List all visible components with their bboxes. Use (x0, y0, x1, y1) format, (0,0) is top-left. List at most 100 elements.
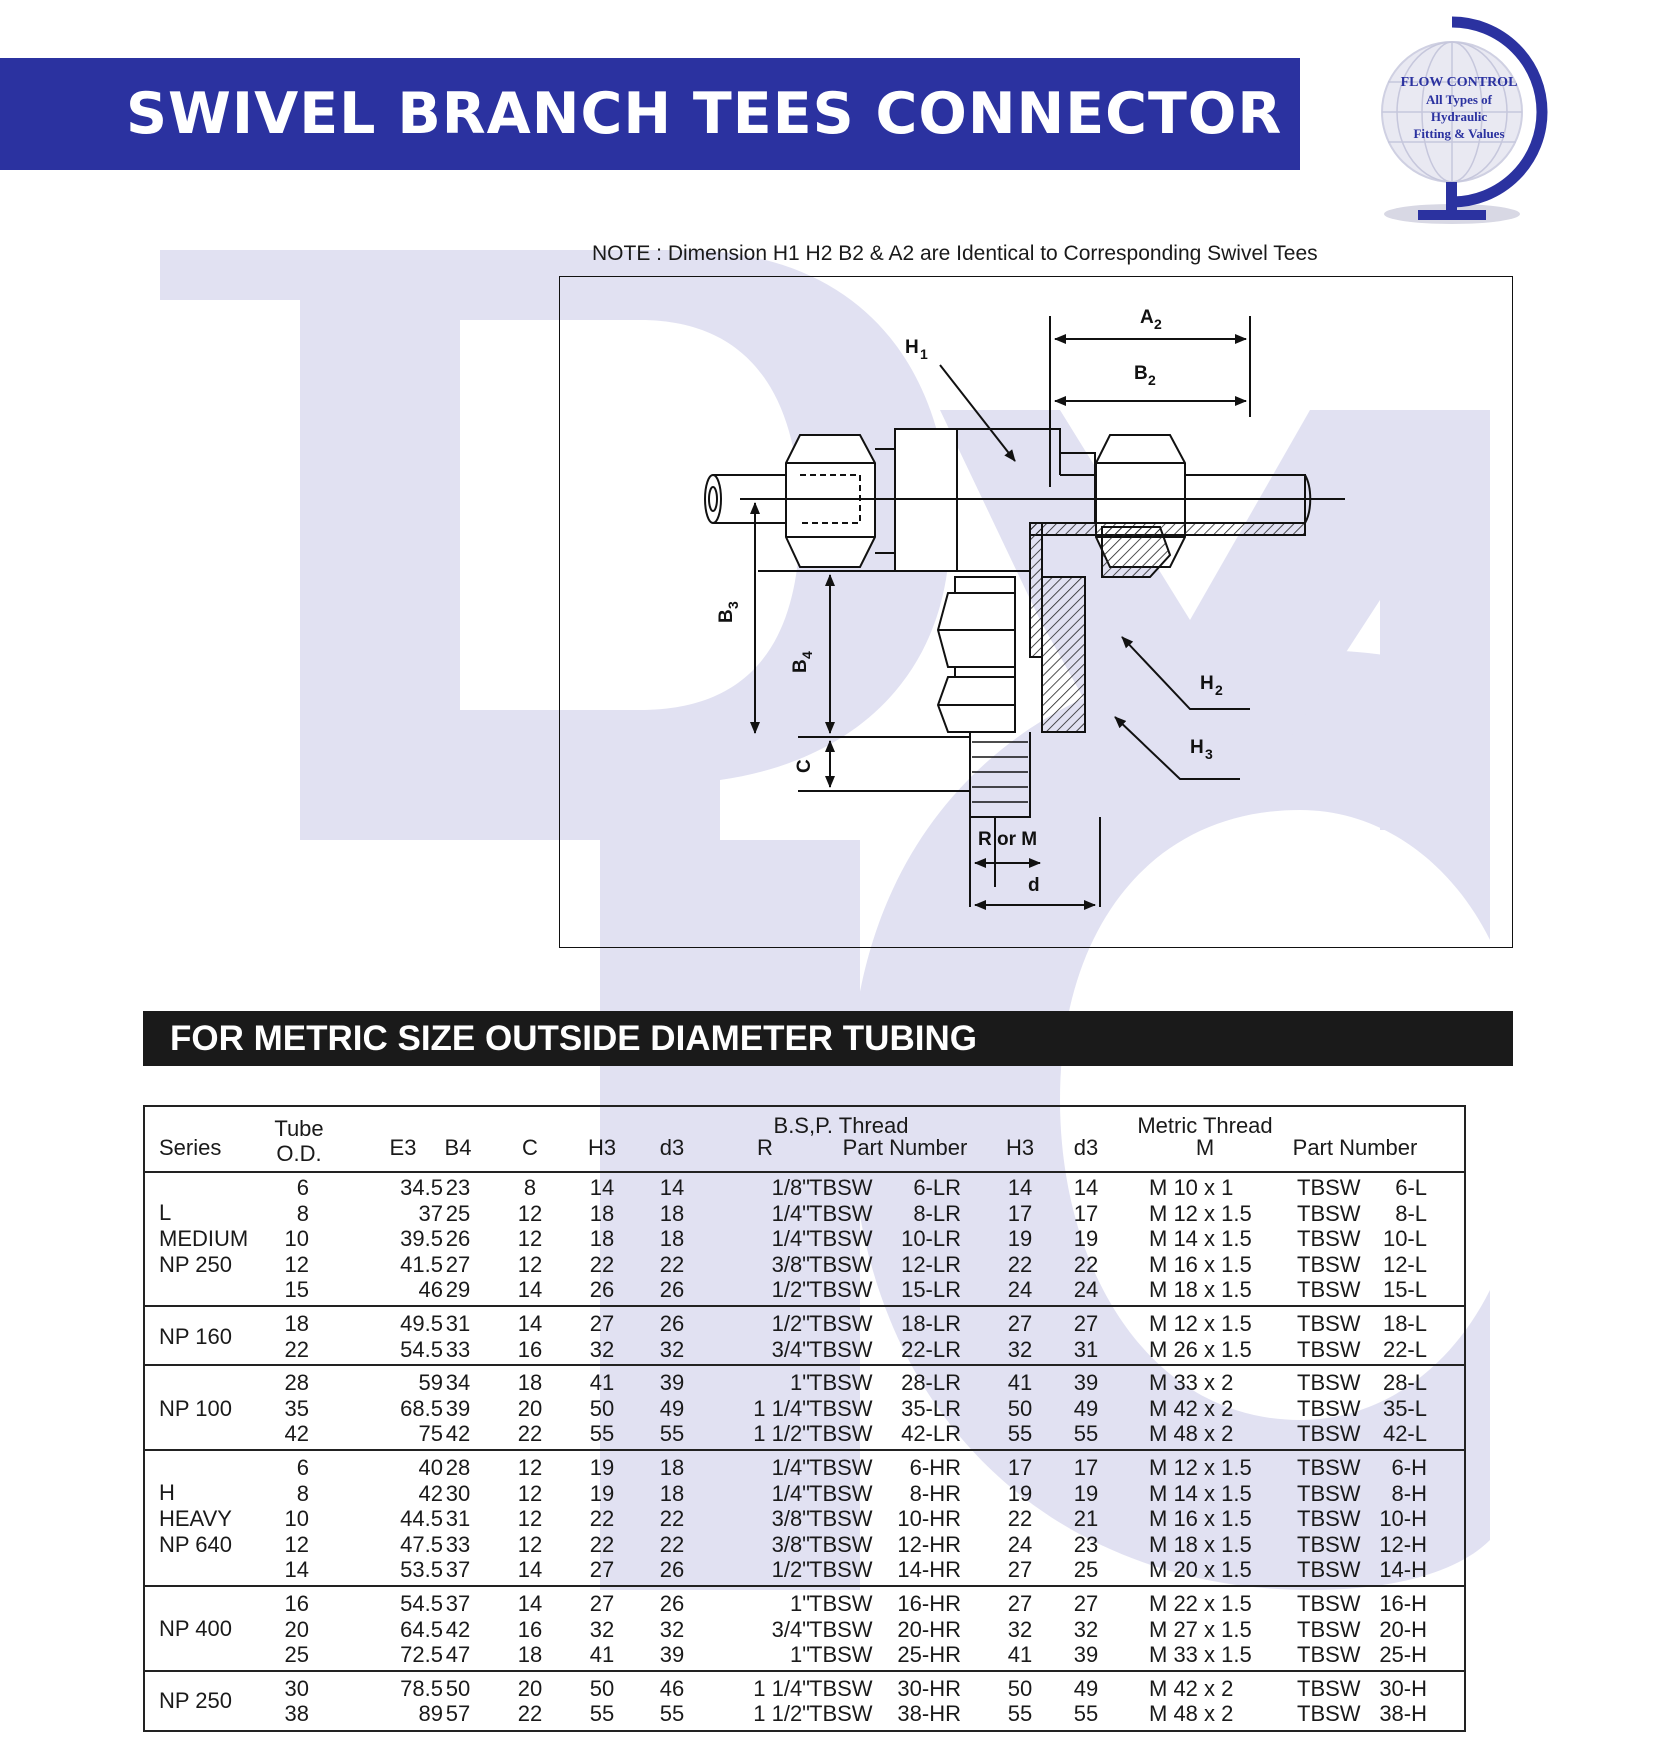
cell-b4: 39 (445, 1395, 471, 1421)
cell-h3-bsp: 18 (589, 1200, 615, 1226)
cell-c: 18 (517, 1642, 543, 1668)
cell-part-bsp: 22-LR (901, 1336, 961, 1362)
cell-tube-od: 18 (284, 1311, 309, 1336)
cell-tube-od: 10 (284, 1506, 309, 1532)
cell-h3-bsp: 22 (589, 1506, 615, 1532)
cell-d3-metric: 17 (1073, 1200, 1099, 1226)
cell-r: 1/4" (771, 1200, 810, 1226)
diagram-frame: A 2 B 2 H 1 H 2 H 3 B 3 B 4 C R or M d (559, 276, 1513, 948)
cell-m: M 22 x 1.5 (1149, 1591, 1252, 1616)
series-label: NP 250 (159, 1688, 232, 1714)
cell-c: 12 (517, 1200, 543, 1226)
cell-part-bsp-prefix: TBSW (809, 1616, 873, 1642)
cell-e3: 46 (418, 1277, 443, 1303)
cell-d3-bsp: 18 (659, 1226, 685, 1252)
label-c: C (794, 759, 815, 773)
cell-part-bsp: 6-LR (913, 1175, 961, 1200)
cell-part-bsp-prefix: TBSW (809, 1455, 873, 1480)
cell-part-metric: 30-H (1379, 1675, 1427, 1701)
cell-h3-metric: 32 (1007, 1616, 1033, 1642)
cell-h3-metric: 41 (1007, 1370, 1033, 1396)
cell-e3: 54.5 (400, 1591, 443, 1616)
cell-m: M 18 x 1.5 (1149, 1531, 1252, 1557)
cell-part-metric: 10-L (1382, 1226, 1427, 1252)
cell-e3: 34.5 (400, 1175, 443, 1200)
cell-part-metric-prefix: TBSW (1297, 1531, 1361, 1557)
header-r: R (757, 1135, 773, 1160)
cell-e3: 47.5 (400, 1531, 443, 1557)
cell-d3-bsp: 26 (659, 1557, 685, 1583)
label-b2: B (1134, 363, 1148, 384)
group-divider (145, 1449, 1464, 1451)
cell-part-metric-prefix: TBSW (1297, 1616, 1361, 1642)
cell-e3: 64.5 (400, 1616, 443, 1642)
cell-h3-metric: 19 (1007, 1480, 1033, 1506)
cell-h3-metric: 50 (1007, 1675, 1033, 1701)
label-h1: H (905, 337, 919, 358)
header-part-metric: Part Number (1292, 1135, 1418, 1160)
cell-m: M 14 x 1.5 (1149, 1480, 1252, 1506)
series-label: L MEDIUM NP 250 (159, 1200, 249, 1277)
cell-d3-metric: 39 (1073, 1370, 1099, 1396)
cell-part-bsp: 12-HR (897, 1531, 961, 1557)
cell-c: 16 (517, 1616, 543, 1642)
cell-m: M 42 x 2 (1149, 1675, 1234, 1701)
label-h2: H (1200, 673, 1214, 694)
cell-c: 12 (517, 1226, 543, 1252)
cell-part-bsp: 18-LR (901, 1311, 961, 1336)
cell-d3-bsp: 18 (659, 1200, 685, 1226)
cell-h3-metric: 22 (1007, 1506, 1033, 1532)
cell-e3: 40 (418, 1455, 443, 1480)
cell-part-metric: 6-L (1395, 1175, 1427, 1200)
cell-h3-metric: 27 (1007, 1557, 1033, 1583)
cell-d3-bsp: 49 (659, 1395, 685, 1421)
cell-m: M 12 x 1.5 (1149, 1200, 1252, 1226)
cell-h3-bsp: 19 (589, 1480, 615, 1506)
cell-part-bsp-prefix: TBSW (809, 1675, 873, 1701)
cell-e3: 49.5 (400, 1311, 443, 1336)
cell-part-metric-prefix: TBSW (1297, 1370, 1361, 1396)
cell-r: 3/8" (771, 1531, 810, 1557)
cell-part-bsp: 25-HR (897, 1642, 961, 1668)
header-series: Series (159, 1135, 222, 1160)
cell-b4: 31 (445, 1311, 471, 1336)
cell-h3-metric: 32 (1007, 1336, 1033, 1362)
cell-h3-bsp: 50 (589, 1675, 615, 1701)
series-label: NP 400 (159, 1616, 232, 1642)
cell-part-bsp-prefix: TBSW (809, 1277, 873, 1303)
cell-part-bsp-prefix: TBSW (809, 1175, 873, 1200)
label-h1-sub: 1 (920, 346, 928, 362)
cell-m: M 10 x 1 (1149, 1175, 1234, 1200)
cell-h3-metric: 55 (1007, 1701, 1033, 1727)
cell-part-bsp: 10-HR (897, 1506, 961, 1532)
logo-line3: Hydraulic (1430, 109, 1488, 124)
cell-d3-metric: 21 (1073, 1506, 1099, 1532)
cell-r: 1/4" (771, 1455, 810, 1480)
cell-b4: 37 (445, 1557, 471, 1583)
cell-part-metric-prefix: TBSW (1297, 1226, 1361, 1252)
cell-b4: 30 (445, 1480, 471, 1506)
cell-r: 1" (789, 1642, 810, 1668)
cell-tube-od: 14 (284, 1557, 309, 1583)
cell-e3: 42 (418, 1480, 443, 1506)
series-label: NP 160 (159, 1323, 232, 1349)
cell-c: 22 (517, 1421, 543, 1447)
cell-part-bsp-prefix: TBSW (809, 1226, 873, 1252)
cell-part-metric: 16-H (1379, 1591, 1427, 1616)
cell-d3-metric: 19 (1073, 1480, 1099, 1506)
cell-part-metric-prefix: TBSW (1297, 1175, 1361, 1200)
header-metric-thread: Metric Thread (1137, 1113, 1273, 1138)
cell-e3: 44.5 (400, 1506, 443, 1532)
cell-h3-metric: 17 (1007, 1455, 1033, 1480)
label-b3-sub: 3 (725, 601, 741, 609)
cell-m: M 12 x 1.5 (1149, 1455, 1252, 1480)
cell-b4: 23 (445, 1175, 471, 1200)
series-label: NP 100 (159, 1395, 232, 1421)
cell-tube-od: 30 (284, 1675, 309, 1701)
cell-c: 12 (517, 1251, 543, 1277)
cell-r: 1 1/4" (753, 1675, 810, 1701)
cell-m: M 48 x 2 (1149, 1701, 1234, 1727)
page-title: SWIVEL BRANCH TEES CONNECTOR (126, 81, 1283, 147)
logo-line4: Fitting & Values (1413, 126, 1505, 141)
cell-part-metric: 8-H (1391, 1480, 1427, 1506)
